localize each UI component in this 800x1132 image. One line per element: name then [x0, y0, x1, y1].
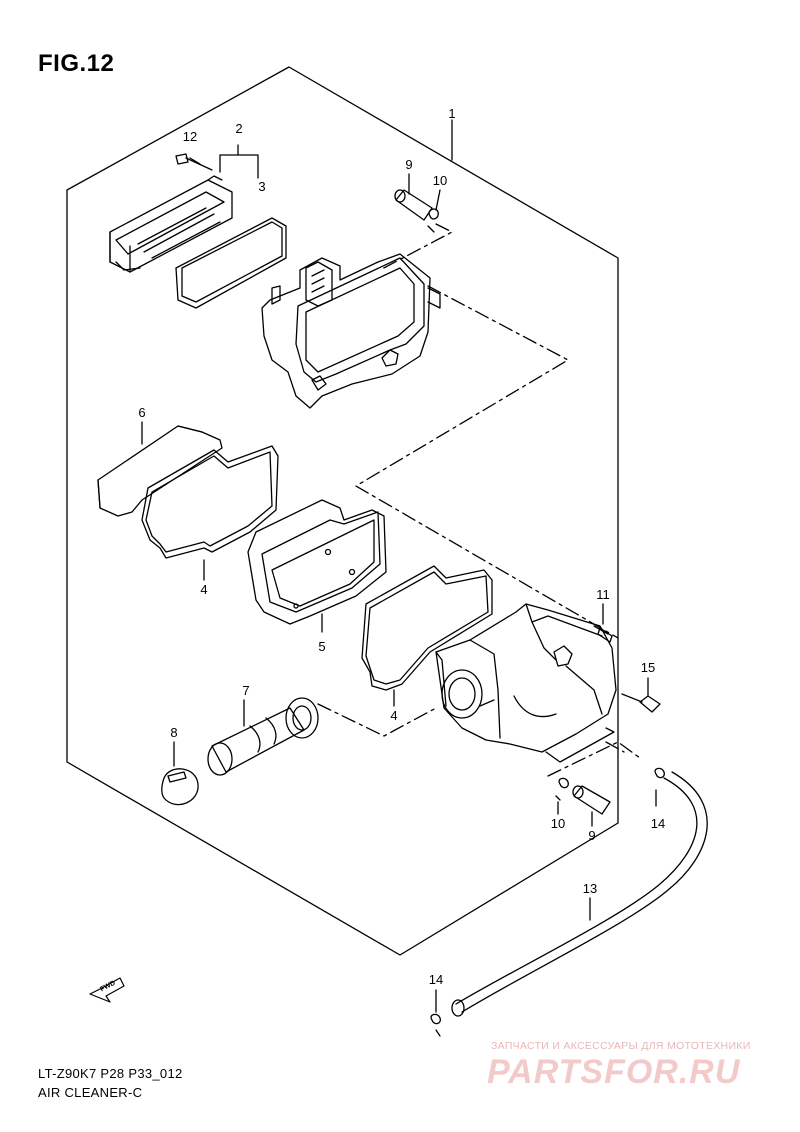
part-bolt-11: [593, 625, 613, 643]
part-hose-13: [451, 771, 708, 1017]
callout-2: 2: [235, 121, 243, 136]
callout-15: 15: [640, 660, 656, 675]
watermark-caption: ЗАПЧАСТИ И АКСЕССУАРЫ ДЛЯ МОТОТЕХНИКИ: [491, 1040, 751, 1052]
part-air-cleaner-case: [435, 603, 617, 763]
callout-8: 8: [170, 725, 178, 740]
callout-4-bottom: 4: [390, 708, 398, 723]
callout-13: 13: [582, 881, 598, 896]
leader-10-top: [435, 189, 441, 211]
part-pin-9-bottom: [572, 785, 611, 815]
part-gasket-4-bottom: [361, 565, 493, 691]
callout-12: 12: [182, 129, 198, 144]
callout-4-top: 4: [200, 582, 208, 597]
part-cover-frame: [109, 175, 233, 273]
dash-upper: [355, 223, 619, 639]
fwd-arrow-icon: [89, 977, 125, 1003]
watermark-logo: PARTSFOR.RU: [487, 1053, 741, 1091]
part-upper-housing: [261, 253, 441, 409]
callout-9-bottom: 9: [588, 828, 596, 843]
callout-7: 7: [242, 683, 250, 698]
callout-14-bottom: 14: [428, 972, 444, 987]
figure-title: FIG.12: [38, 50, 115, 77]
callout-1: 1: [448, 106, 456, 121]
figure-code: LT-Z90K7 P28 P33_012: [38, 1066, 183, 1081]
callout-9-top: 9: [405, 157, 413, 172]
callout-3: 3: [258, 179, 266, 194]
part-filter-frame-5: [247, 499, 387, 625]
leader-2: [219, 144, 259, 179]
part-clip-10-top: [427, 208, 439, 233]
part-intake-tube-7: [207, 697, 319, 776]
assembly-boundary: [66, 66, 619, 956]
part-bolt-15: [621, 693, 661, 713]
part-clip-14-right: [654, 767, 665, 779]
part-clip-10-bottom: [555, 777, 569, 801]
callout-11: 11: [596, 587, 610, 602]
part-clamp-8: [161, 768, 199, 806]
dash-lower: [317, 703, 641, 777]
part-clip-14-bottom: [430, 1013, 441, 1037]
callout-5: 5: [318, 639, 326, 654]
callout-10-top: 10: [432, 173, 448, 188]
part-cover-gasket: [175, 217, 287, 309]
part-filter-element-6: [97, 425, 223, 517]
part-pin-9-top: [394, 189, 433, 221]
callout-14-right: 14: [650, 816, 666, 831]
part-screw-12: [175, 153, 213, 171]
callout-10-bottom: 10: [550, 816, 566, 831]
part-gasket-4-top: [141, 445, 279, 559]
callout-6: 6: [138, 405, 146, 420]
figure-name: AIR CLEANER-C: [38, 1085, 143, 1100]
